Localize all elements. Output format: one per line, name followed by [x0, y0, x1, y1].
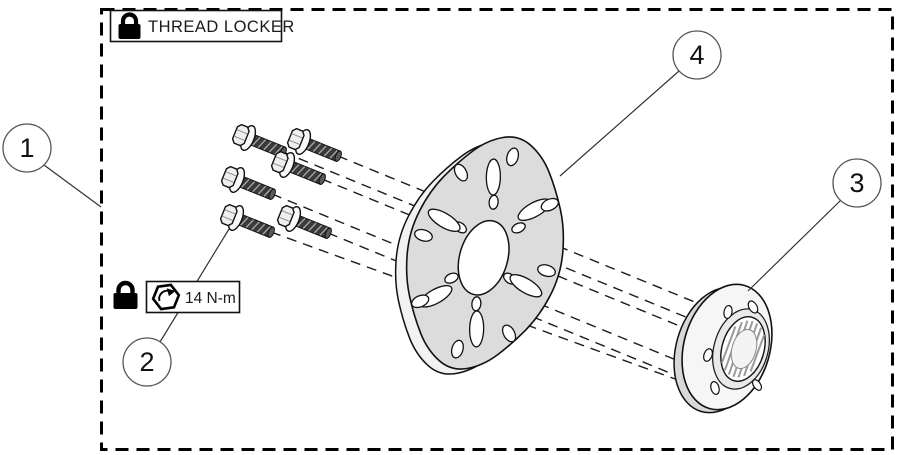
hub-hole — [703, 348, 713, 362]
callout-1: 1 — [2, 123, 52, 173]
hub-hole — [747, 300, 759, 314]
callout-3: 3 — [832, 158, 882, 208]
thread-locker-label: THREAD LOCKER — [109, 9, 295, 43]
rotor-slot — [509, 274, 543, 298]
rotor-vent-slots — [419, 158, 551, 348]
rotor-slot — [485, 158, 502, 196]
rotor-hole — [506, 147, 520, 167]
rotor-hole — [444, 272, 459, 284]
diagram-dashed-border — [100, 8, 894, 451]
padlock-icon — [118, 12, 141, 39]
torque-text: 14 N-m — [185, 290, 236, 307]
callout-2-number: 2 — [139, 347, 154, 377]
hub-flange — [673, 283, 773, 414]
callout-1-number: 1 — [19, 133, 34, 163]
callout-3-number: 3 — [849, 168, 864, 198]
thread-locker-text: THREAD LOCKER — [148, 18, 295, 36]
callout-4-number: 4 — [689, 40, 704, 70]
callout-balloons: 1 2 3 4 — [2, 30, 882, 387]
hub-flange-holes — [703, 300, 763, 395]
flange-bolts — [217, 120, 347, 247]
leader-line-1 — [43, 164, 102, 208]
hex-head-rotation-icon — [151, 283, 181, 311]
torque-label: 14 N-m — [113, 280, 241, 314]
rotor-slot — [468, 310, 485, 348]
projection-line — [337, 155, 769, 333]
flange-bolt — [217, 200, 280, 246]
leader-line-4 — [559, 70, 680, 177]
rotor-slot — [427, 208, 461, 232]
rotor-hole — [414, 228, 433, 242]
rotor-hole — [453, 163, 469, 182]
hub-hole — [751, 379, 763, 391]
rotor-hole — [501, 324, 517, 343]
callout-4: 4 — [672, 30, 722, 80]
rotor-hole — [537, 264, 556, 278]
padlock-icon — [113, 280, 138, 309]
leader-line-3 — [747, 199, 842, 292]
rotor-hole — [511, 222, 526, 234]
rotor-rim-holes — [411, 147, 559, 359]
rotor-hole — [540, 197, 559, 212]
projection-line — [327, 232, 732, 399]
rotor-center-bore — [457, 219, 510, 296]
hub-bore-inner — [730, 328, 758, 370]
brake-rotor — [405, 136, 565, 370]
flange-bolt — [218, 162, 281, 208]
callout-2: 2 — [122, 337, 172, 387]
rotor-hole — [411, 294, 430, 309]
projection-line — [282, 151, 743, 341]
hub-hole — [710, 381, 720, 395]
rotor-hole — [450, 339, 464, 359]
hub-hole — [723, 304, 733, 320]
